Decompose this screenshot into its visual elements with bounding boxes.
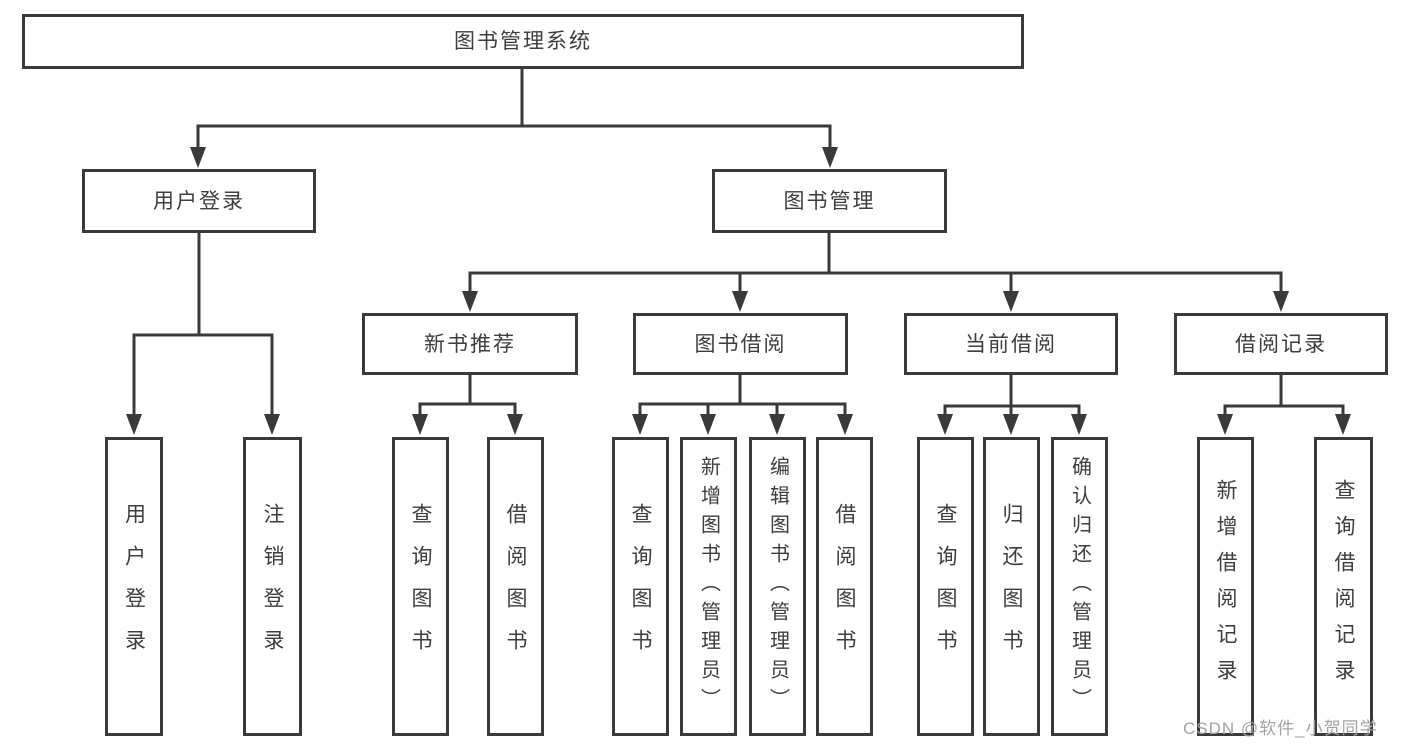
csdn-watermark: CSDN @软件_小贺同学 [1183, 719, 1378, 738]
leaf-query-book-recommend: 查询图书 [392, 437, 449, 736]
node-label: 当前借阅 [965, 332, 1057, 356]
node-label: 图书借阅 [694, 332, 787, 356]
node-label: 新增借阅记录 [1214, 478, 1237, 695]
node-label: 归还图书 [1000, 502, 1023, 671]
node-label: 借阅图书 [833, 502, 856, 671]
leaf-borrow-book-recommend: 借阅图书 [487, 437, 544, 736]
node-system-root: 图书管理系统 [22, 14, 1024, 69]
node-label: 用户登录 [122, 502, 146, 671]
leaf-query-book-borrowing: 查询图书 [612, 437, 669, 736]
leaf-edit-book-admin: 编辑图书（管理员） [749, 437, 806, 736]
node-user-login-module: 用户登录 [82, 169, 316, 233]
node-label: 新增图书（管理员） [697, 456, 720, 717]
leaf-add-borrow-record: 新增借阅记录 [1197, 437, 1254, 736]
node-book-management-module: 图书管理 [712, 169, 947, 233]
node-borrowing-records: 借阅记录 [1174, 313, 1388, 375]
node-label: 编辑图书（管理员） [766, 456, 789, 717]
leaf-query-borrow-record: 查询借阅记录 [1314, 437, 1373, 736]
node-new-book-recommendation: 新书推荐 [362, 313, 578, 375]
leaf-logout: 注销登录 [243, 437, 302, 736]
leaf-query-book-current: 查询图书 [917, 437, 974, 736]
leaf-add-book-admin: 新增图书（管理员） [680, 437, 737, 736]
leaf-borrow-book: 借阅图书 [816, 437, 873, 736]
arrowhead-icons [126, 147, 1351, 435]
leaf-confirm-return-admin: 确认归还（管理员） [1051, 437, 1108, 736]
node-label: 用户登录 [153, 189, 245, 213]
node-label: 图书管理系统 [454, 30, 592, 53]
node-label: 查询借阅记录 [1332, 478, 1355, 695]
node-label: 注销登录 [261, 502, 284, 671]
node-label: 查询图书 [934, 502, 957, 671]
node-label: 查询图书 [629, 502, 652, 671]
node-label: 图书管理 [783, 189, 876, 213]
node-label: 确认归还（管理员） [1068, 456, 1091, 717]
node-label: 查询图书 [409, 502, 432, 671]
node-book-borrowing: 图书借阅 [633, 313, 848, 375]
node-label: 新书推荐 [424, 332, 516, 356]
node-current-borrowing: 当前借阅 [904, 313, 1118, 375]
leaf-user-login: 用户登录 [105, 437, 163, 736]
node-label: 借阅图书 [504, 502, 527, 671]
leaf-return-book: 归还图书 [983, 437, 1040, 736]
node-label: 借阅记录 [1235, 332, 1327, 356]
